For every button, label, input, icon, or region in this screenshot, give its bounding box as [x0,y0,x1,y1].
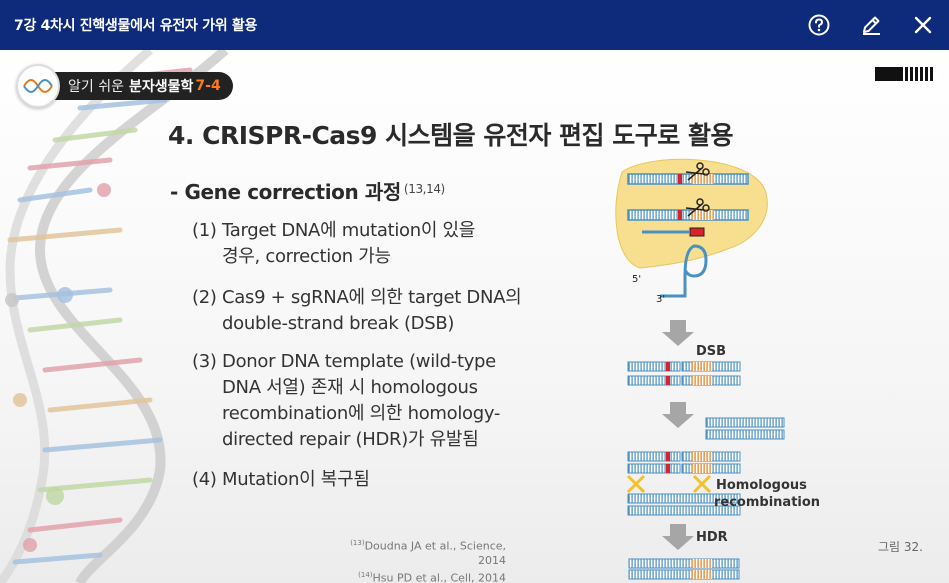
course-label-number: 7-4 [195,78,221,94]
scissors-icon [685,162,710,217]
subheading-reference: (13,14) [403,182,445,196]
arrow-down-icon [662,402,694,428]
reference-item: (14)Hsu PD et al., Cell, 2014 [358,570,506,583]
step-item-2: (2) Cas9 + sgRNA에 의한 target DNA의 double-… [192,285,522,337]
course-label: 알기 쉬운 분자생물학 7-4 [52,72,233,100]
question-circle-icon [808,14,830,36]
figure-number: 그림 32. [878,540,923,554]
slide: 알기 쉬운 분자생물학 7-4 4. CRISPR-Cas9 시스템을 유전자 … [0,50,949,583]
step-3-line-4: directed repair (HDR)가 유발됨 [222,429,479,450]
recombination-label: recombination [714,495,821,510]
step-3-line-1: (3) Donor DNA template (wild-type [192,351,496,372]
reference-item: (13)Doudna JA et al., Science, 2014 [350,539,506,567]
dsb-strand [627,361,741,386]
homologous-label: Homologous [716,478,807,493]
target-dna-strand [627,173,749,221]
close-icon [914,16,932,34]
hdr-diagram: 5' 3' [610,150,830,550]
step-2-line-1: (2) Cas9 + sgRNA에 의한 target DNA의 [192,287,522,308]
step-1-line-1: (1) Target DNA에 mutation이 있을 [192,220,476,241]
arrow-down-icon [662,524,694,550]
slide-heading: 4. CRISPR-Cas9 시스템을 유전자 편집 도구로 활용 [168,121,733,150]
close-button[interactable] [911,13,935,37]
arrow-down-icon [662,320,694,346]
step-item-4: (4) Mutation이 복구됨 [192,467,370,493]
hdr-label: HDR [696,530,728,545]
pencil-icon [863,16,880,35]
toolbar-icons [807,0,935,50]
references: (13)Doudna JA et al., Science, 2014 (14)… [336,536,506,583]
course-label-prefix: 알기 쉬운 [68,79,124,95]
window-title: 7강 4차시 진핵생물에서 유전자 가위 활용 [14,18,258,34]
course-label-name: 분자생물학 [128,79,194,95]
crossover-icon [626,474,712,494]
edit-button[interactable] [859,13,883,37]
svg-text:3': 3' [656,294,665,305]
repaired-dna-strand [628,558,740,580]
svg-text:5': 5' [632,274,641,285]
subheading-text: - Gene correction 과정 [170,180,401,204]
step-4-line-1: (4) Mutation이 복구됨 [192,469,370,490]
dna-helix-illustration [0,50,229,583]
dna-logo-icon [16,64,60,108]
step-3-line-3: recombination에 의한 homology- [222,403,501,424]
dsb-label: DSB [696,344,727,359]
step-3-line-2: DNA 서열) 존재 시 homologous [222,377,478,398]
step-2-line-2: double-strand break (DSB) [222,313,455,334]
brand-logo-icon [873,66,939,82]
donor-template [705,417,785,440]
course-badge: 알기 쉬운 분자생물학 7-4 [16,64,233,108]
help-button[interactable] [807,13,831,37]
step-1-line-2: 경우, correction 가능 [222,246,391,267]
slide-subheading: - Gene correction 과정(13,14) [170,176,445,205]
top-bar: 7강 4차시 진핵생물에서 유전자 가위 활용 [0,0,949,50]
step-item-3: (3) Donor DNA template (wild-type DNA 서열… [192,349,500,453]
recombination-strands [627,451,741,516]
step-item-1: (1) Target DNA에 mutation이 있을 경우, correct… [192,218,475,270]
sgrna-strand [642,227,708,298]
